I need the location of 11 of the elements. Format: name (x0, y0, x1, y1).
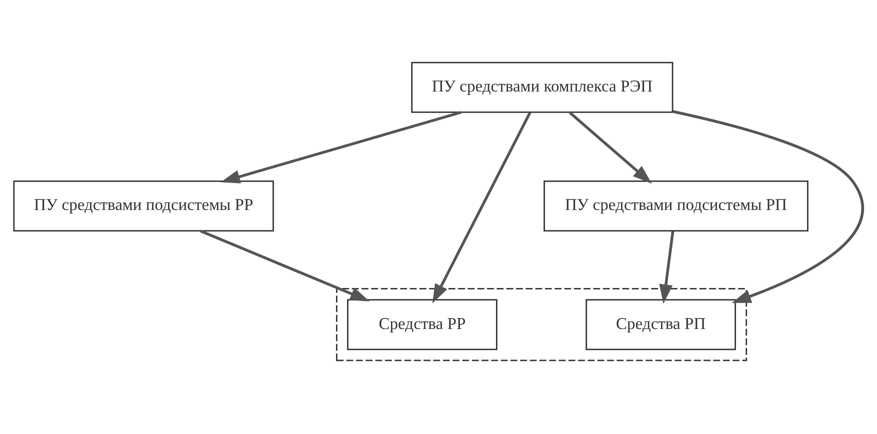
node-box: ПУ средствами подсистемы РП (544, 180, 808, 232)
arrow (569, 112, 652, 184)
arrow (672, 110, 864, 303)
arrow (220, 110, 462, 184)
node-box: ПУ средствами подсистемы РР (13, 180, 274, 232)
node-box: Средства РП (586, 299, 736, 350)
node-box: Средства РР (347, 299, 498, 350)
arrow (200, 230, 370, 302)
arrow (432, 112, 532, 304)
node-box: ПУ средствами комплекса РЭП (411, 62, 674, 113)
arrow (659, 231, 674, 304)
